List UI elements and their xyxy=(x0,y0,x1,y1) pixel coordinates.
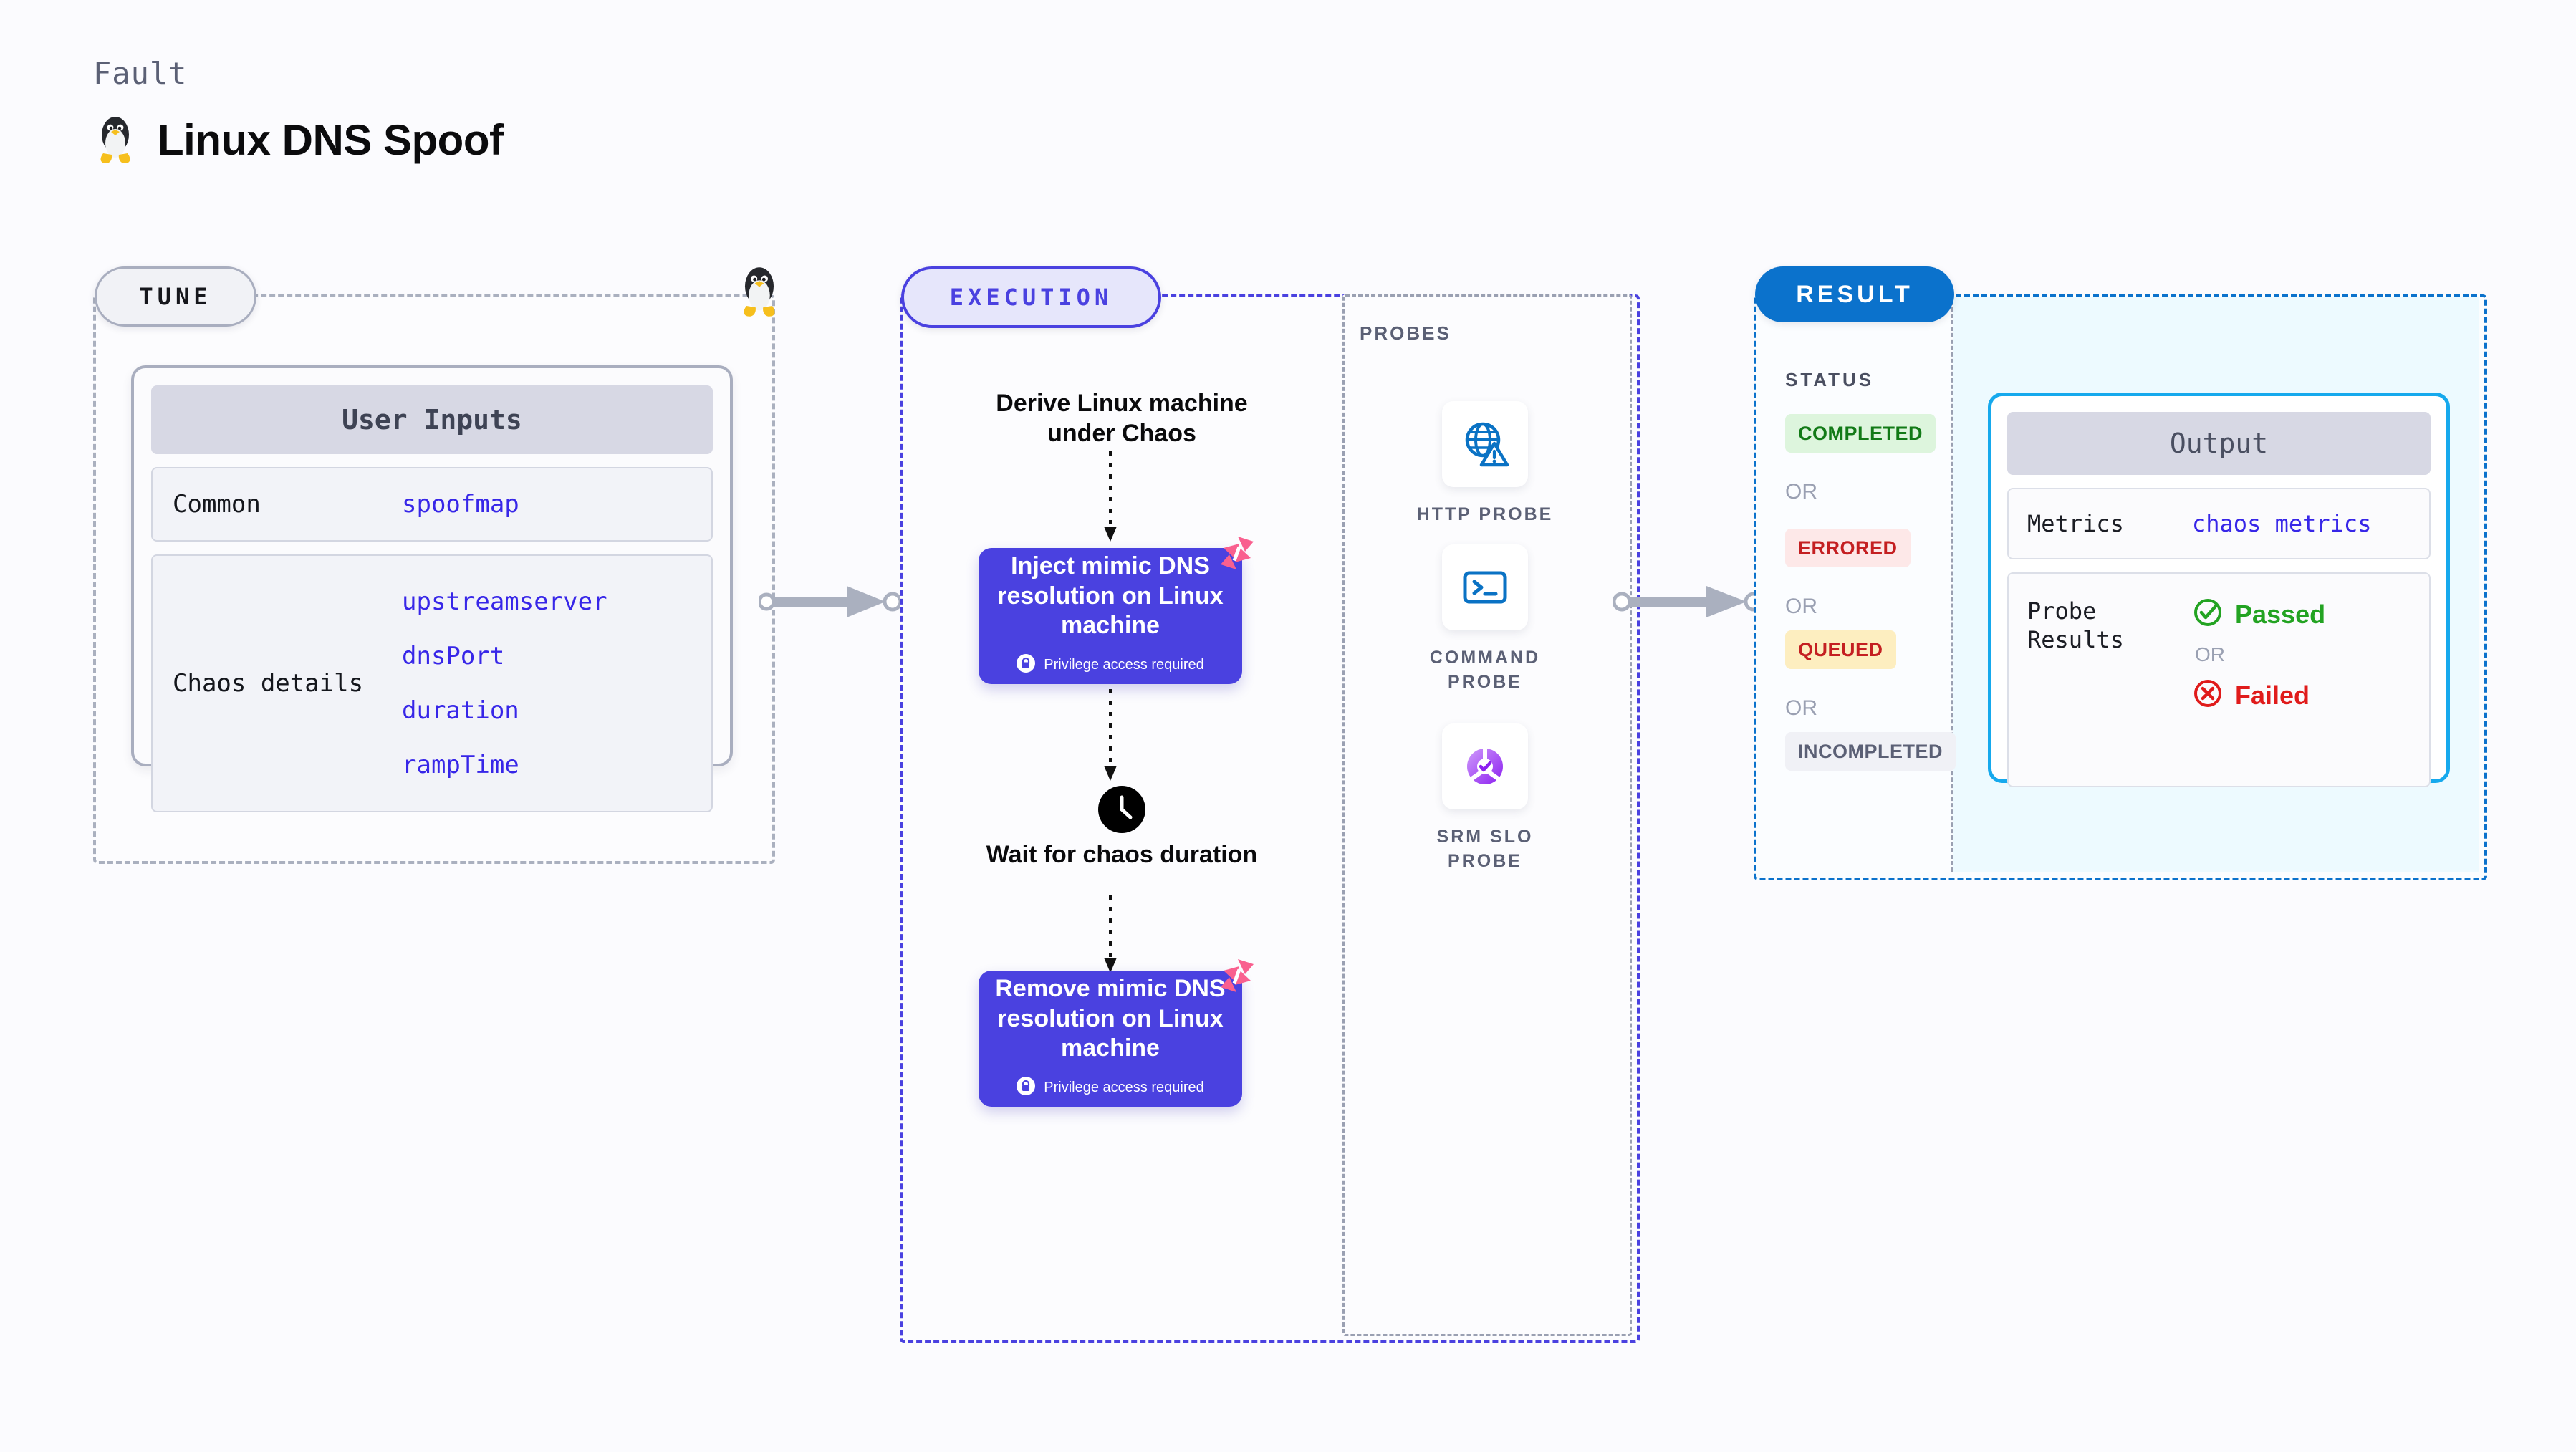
status-badge-errored: ERRORED xyxy=(1785,529,1911,567)
probe-result-failed: Failed xyxy=(2192,678,2325,713)
execution-action-node-inject[interactable]: Inject mimic DNS resolution on Linux mac… xyxy=(979,537,1254,684)
probe-result-passed-label: Passed xyxy=(2235,599,2326,629)
tune-value-spoofmap: spoofmap xyxy=(402,490,519,519)
probe-item-http-label: HTTP PROBE xyxy=(1416,504,1554,524)
slo-donut-check-icon xyxy=(1442,723,1528,809)
tune-row-common-values: spoofmap xyxy=(402,490,519,519)
probe-item-srm-slo[interactable]: SRM SLO PROBE xyxy=(1399,723,1571,874)
output-metrics-key: Metrics xyxy=(2027,510,2124,537)
result-section-pill[interactable]: RESULT xyxy=(1755,266,1954,322)
tune-linux-target-icon xyxy=(735,264,784,323)
page-title-row: Linux DNS Spoof xyxy=(93,113,504,166)
user-inputs-card: User Inputs Common spoofmap Chaos detail… xyxy=(131,365,733,812)
result-status-subcolumn xyxy=(1754,294,1953,872)
probe-item-command[interactable]: COMMAND PROBE xyxy=(1399,544,1571,695)
tune-row-common-key: Common xyxy=(173,489,261,519)
tune-value-ramptime: rampTime xyxy=(402,751,519,779)
probes-section-label: PROBES xyxy=(1360,322,1451,344)
harness-logo-icon xyxy=(1216,532,1258,577)
output-card: Output Metrics chaos metrics Probe Resul… xyxy=(1988,393,2450,787)
user-inputs-card-title: User Inputs xyxy=(151,385,713,454)
execution-step-wait-label: Wait for chaos duration xyxy=(986,841,1258,868)
tune-row-chaos-details-values: upstreamserver dnsPort duration rampTime xyxy=(402,587,607,779)
globe-warning-icon xyxy=(1442,401,1528,487)
status-badge-completed: COMPLETED xyxy=(1785,414,1936,453)
flow-arrow-inject-to-wait xyxy=(1099,689,1122,787)
probe-result-or-label: OR xyxy=(2195,643,2225,665)
execution-action-node-remove[interactable]: Remove mimic DNS resolution on Linux mac… xyxy=(979,959,1254,1107)
status-or-label: OR xyxy=(1785,480,1817,504)
execution-step-derive-label: Derive Linux machine under Chaos xyxy=(996,390,1248,448)
tune-row-common: Common spoofmap xyxy=(151,467,713,542)
linux-penguin-icon xyxy=(93,113,138,166)
page-eyebrow: Fault xyxy=(93,56,188,91)
tune-row-chaos-details-key: Chaos details xyxy=(173,668,364,698)
status-badge-incompleted: INCOMPLETED xyxy=(1785,732,1956,771)
privilege-required-row: Privilege access required xyxy=(1017,1076,1204,1099)
result-status-label: STATUS xyxy=(1785,369,1875,390)
probe-result-failed-label: Failed xyxy=(2235,680,2310,710)
terminal-icon xyxy=(1442,544,1528,630)
execution-action-node-inject-title: Inject mimic DNS resolution on Linux mac… xyxy=(997,552,1224,640)
output-row-metrics: Metrics chaos metrics xyxy=(2007,488,2431,559)
privilege-required-text: Privilege access required xyxy=(1044,656,1204,673)
harness-logo-icon xyxy=(1216,955,1258,1000)
execution-action-node-remove-title: Remove mimic DNS resolution on Linux mac… xyxy=(995,975,1226,1062)
flow-arrow-wait-to-remove xyxy=(1099,895,1122,979)
output-probe-results-values: Passed OR Failed xyxy=(2192,597,2325,713)
output-card-title: Output xyxy=(2007,412,2431,475)
probe-item-http[interactable]: HTTP PROBE xyxy=(1399,401,1571,527)
probe-item-srm-slo-label: SRM SLO PROBE xyxy=(1436,827,1534,871)
status-or-label: OR xyxy=(1785,696,1817,720)
output-metrics-value: chaos metrics xyxy=(2192,510,2372,537)
check-circle-icon xyxy=(2192,597,2224,632)
cross-circle-icon xyxy=(2192,678,2224,713)
flow-arrow-derive-to-inject xyxy=(1099,451,1122,548)
probe-result-passed: Passed xyxy=(2192,597,2325,632)
status-or-label: OR xyxy=(1785,595,1817,618)
privilege-required-text: Privilege access required xyxy=(1044,1079,1204,1095)
probe-item-command-label: COMMAND PROBE xyxy=(1429,648,1541,692)
output-probe-results-key: Probe Results xyxy=(2027,597,2124,653)
lock-icon xyxy=(1017,1076,1036,1099)
wait-clock-icon xyxy=(1098,786,1145,837)
output-row-probe-results: Probe Results Passed OR xyxy=(2007,572,2431,787)
status-badge-queued: QUEUED xyxy=(1785,630,1896,669)
connector-probes-to-result xyxy=(1612,580,1771,627)
execution-section-pill[interactable]: EXECUTION xyxy=(901,266,1161,328)
tune-value-duration: duration xyxy=(402,696,519,725)
tune-section-pill[interactable]: TUNE xyxy=(95,266,256,327)
page-title: Linux DNS Spoof xyxy=(158,115,504,164)
privilege-required-row: Privilege access required xyxy=(1017,653,1204,676)
tune-value-upstreamserver: upstreamserver xyxy=(402,587,607,616)
connector-tune-to-execution xyxy=(757,580,910,627)
lock-icon xyxy=(1017,653,1036,676)
tune-value-dnsport: dnsPort xyxy=(402,642,505,670)
tune-row-chaos-details: Chaos details upstreamserver dnsPort dur… xyxy=(151,554,713,812)
